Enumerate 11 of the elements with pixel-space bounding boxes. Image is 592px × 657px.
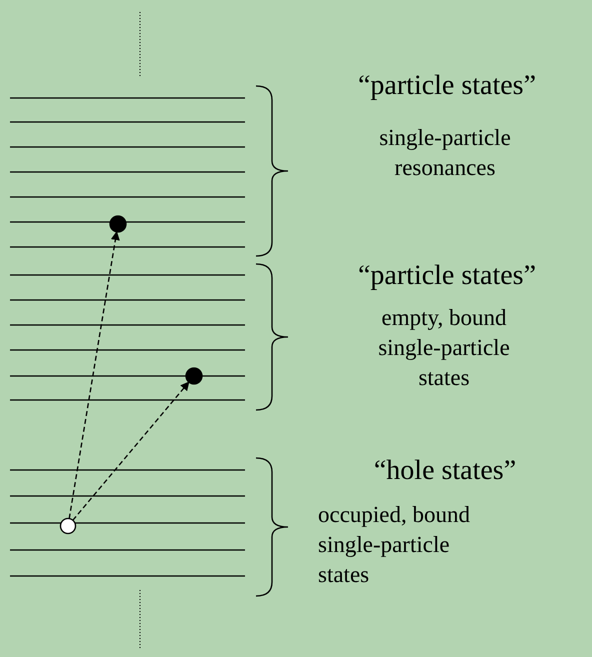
state-description: single-particle resonances [378,124,512,182]
state-heading: “particle states” [356,69,537,103]
state-heading: “particle states” [356,259,537,293]
arrow [72,381,190,521]
hole-circle [60,518,76,534]
arrow [68,231,120,519]
particle-dot [109,215,127,233]
state-description: empty, bound single-particle states [377,304,511,392]
particle-dot [185,367,203,385]
state-description: occupied, bound single-particle states [318,501,472,589]
state-heading: “hole states” [372,454,518,488]
